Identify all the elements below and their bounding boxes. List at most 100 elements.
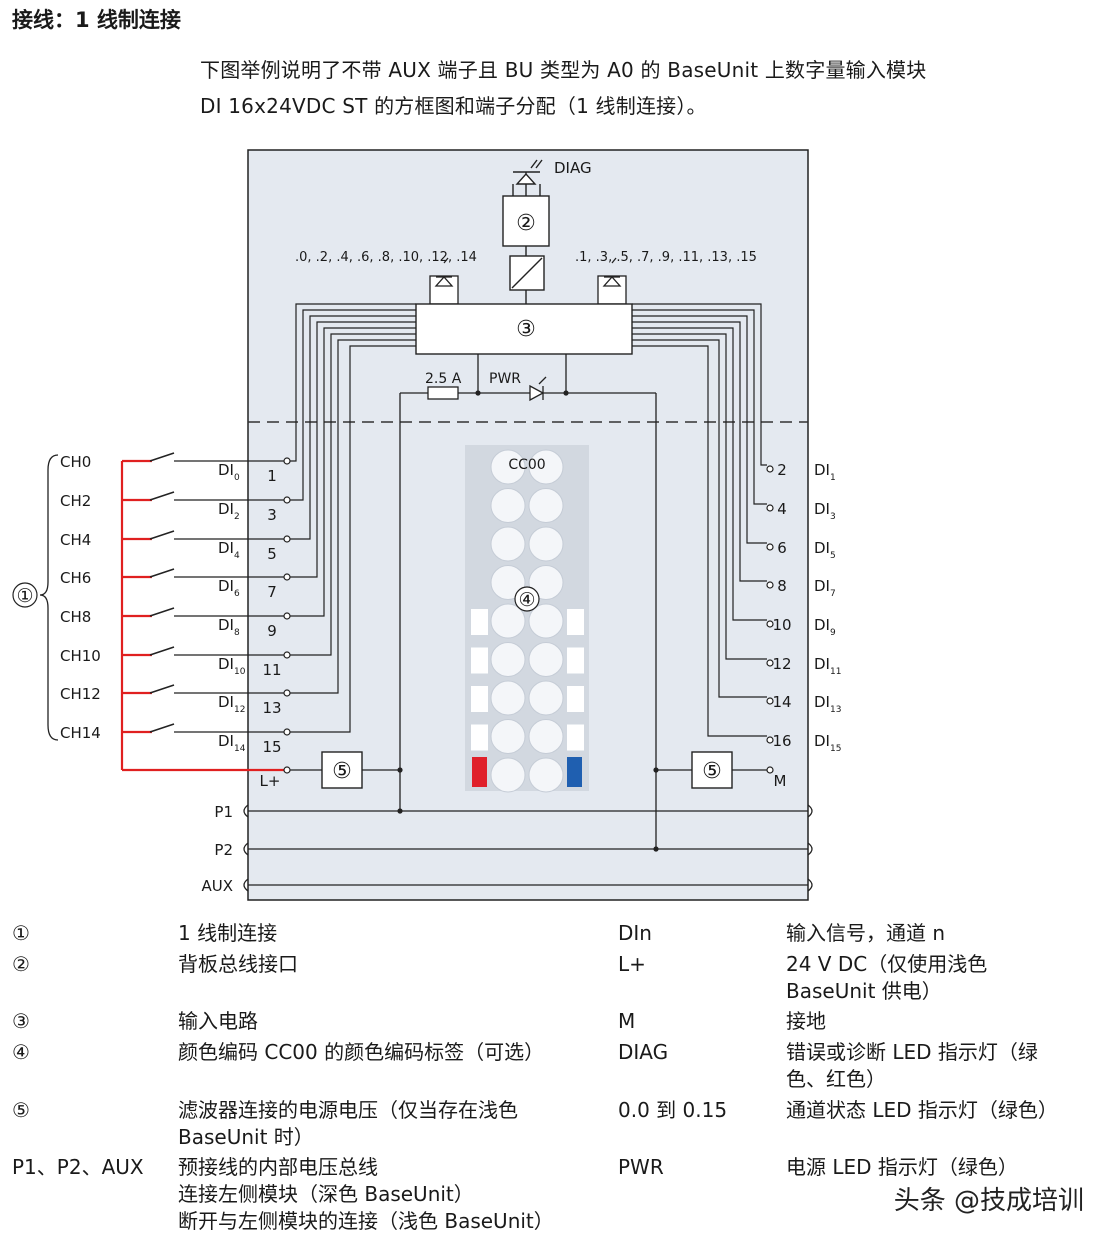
led-group-odd-label: .1, .3, .5, .7, .9, .11, .13, .15 bbox=[575, 250, 757, 265]
terminal-lplus bbox=[283, 766, 291, 774]
terminal-m bbox=[766, 766, 774, 774]
terminal-number-right: 12 bbox=[772, 655, 791, 673]
color-code-slot bbox=[471, 609, 488, 635]
diag-led-icon bbox=[512, 159, 543, 196]
terminal-left bbox=[283, 728, 291, 736]
m-color-marker bbox=[567, 757, 582, 787]
terminal-right bbox=[766, 697, 774, 705]
legend-meaning: 电源 LED 指示灯（绿色） bbox=[786, 1155, 1018, 1179]
sensor-switch bbox=[149, 530, 175, 540]
bus-label-p2: P2 bbox=[214, 841, 233, 859]
di-label-right: DI13 bbox=[814, 693, 841, 715]
internal-wire-right bbox=[632, 333, 767, 660]
pwr-label: PWR bbox=[489, 371, 521, 387]
channel-label: CH0 bbox=[60, 453, 91, 471]
terminal-number-left: 5 bbox=[267, 545, 277, 563]
lplus-label: L+ bbox=[260, 772, 281, 790]
terminal-number-left: 13 bbox=[262, 699, 281, 717]
color-code-slot bbox=[471, 686, 488, 712]
terminal-number-left: 7 bbox=[267, 583, 277, 601]
terminal-left bbox=[283, 651, 291, 659]
internal-wire-left bbox=[290, 303, 416, 462]
internal-wire-left bbox=[290, 321, 416, 578]
legend-desc: 滤波器连接的电源电压（仅当存在浅色 BaseUnit 时） bbox=[178, 1098, 518, 1149]
terminal-number-left: 9 bbox=[267, 622, 277, 640]
sensor-switch bbox=[149, 684, 175, 694]
terminal-number-left: 3 bbox=[267, 506, 277, 524]
channel-led-odd-icon bbox=[597, 257, 627, 305]
terminal-right bbox=[766, 581, 774, 589]
color-code-slot bbox=[471, 647, 488, 674]
terminal-left bbox=[283, 573, 291, 581]
internal-wire-left bbox=[290, 315, 416, 540]
terminal-right bbox=[766, 543, 774, 551]
legend-sym: ④ bbox=[12, 1040, 30, 1064]
legend-desc: 颜色编码 CC00 的颜色编码标签（可选） bbox=[178, 1040, 545, 1064]
di-label-left: DI12 bbox=[218, 693, 245, 715]
input-circuit-box bbox=[415, 303, 633, 355]
internal-wire-left bbox=[290, 345, 416, 733]
di-label-right: DI9 bbox=[814, 616, 836, 638]
channel-label: CH8 bbox=[60, 608, 91, 626]
legend-meaning: 通道状态 LED 指示灯（绿色） bbox=[786, 1098, 1058, 1122]
di-label-left: DI4 bbox=[218, 539, 240, 561]
terminal-number-right: 10 bbox=[772, 616, 791, 634]
terminal-number-left: 15 bbox=[262, 738, 281, 756]
terminal-left bbox=[283, 535, 291, 543]
sensor-switch bbox=[149, 452, 175, 462]
terminal-number-left: 11 bbox=[262, 661, 281, 679]
legend-key: L+ bbox=[618, 952, 646, 976]
bus-label-aux: AUX bbox=[201, 877, 233, 895]
filter-box-left bbox=[321, 751, 363, 789]
di-label-left: DI10 bbox=[218, 655, 246, 677]
color-code-slot bbox=[567, 609, 584, 635]
di-label-right: DI11 bbox=[814, 655, 841, 677]
internal-wire-left bbox=[290, 309, 416, 501]
legend-meaning: 输入信号，通道 n bbox=[786, 921, 946, 945]
terminal-left bbox=[283, 612, 291, 620]
internal-wire-right bbox=[632, 321, 767, 582]
terminal-left bbox=[283, 496, 291, 504]
backplane-interface-box bbox=[502, 195, 550, 247]
internal-wire-left bbox=[290, 333, 416, 656]
sensor-switch bbox=[149, 646, 175, 656]
fuse-symbol bbox=[427, 386, 459, 400]
legend-sym: ⑤ bbox=[12, 1098, 30, 1122]
internal-wire-right bbox=[632, 345, 767, 737]
callout-5-right: ⑤ bbox=[702, 759, 722, 784]
legend-desc: 背板总线接口 bbox=[178, 952, 298, 976]
terminal-right bbox=[766, 736, 774, 744]
di-label-left: DI0 bbox=[218, 461, 240, 483]
terminal-number-right: 14 bbox=[772, 693, 791, 711]
legend-key: M bbox=[618, 1009, 636, 1033]
sensor-switch bbox=[149, 491, 175, 501]
channel-label: CH12 bbox=[60, 685, 101, 703]
internal-wire-left bbox=[290, 327, 416, 617]
led-group-even-label: .0, .2, .4, .6, .8, .10, .12, .14 bbox=[295, 250, 477, 265]
di-label-right: DI1 bbox=[814, 461, 836, 483]
lplus-color-marker bbox=[472, 757, 487, 787]
channel-label: CH2 bbox=[60, 492, 91, 510]
terminal-right bbox=[766, 659, 774, 667]
legend-key: DIn bbox=[618, 921, 652, 945]
di-label-left: DI8 bbox=[218, 616, 240, 638]
watermark: 头条 @技成培训 bbox=[893, 1186, 1084, 1216]
legend-sym: P1、P2、AUX bbox=[12, 1155, 144, 1179]
terminal-number-right: 6 bbox=[777, 539, 787, 557]
legend-meaning: 错误或诊断 LED 指示灯（绿 色、红色） bbox=[786, 1040, 1038, 1091]
channel-label: CH4 bbox=[60, 531, 91, 549]
internal-wire-right bbox=[632, 339, 767, 698]
legend-sym: ② bbox=[12, 952, 30, 976]
block-diagram: DIAG ② .0, .2, .4, .6, .8, .10, .12, .14… bbox=[12, 149, 841, 901]
di-label-left: DI2 bbox=[218, 500, 240, 522]
sensor-switch bbox=[149, 723, 175, 733]
channel-led-even-icon bbox=[429, 257, 459, 305]
terminal-left bbox=[283, 457, 291, 465]
callout-5-left: ⑤ bbox=[332, 759, 352, 784]
diag-label: DIAG bbox=[554, 159, 592, 177]
internal-wire-right bbox=[632, 303, 767, 466]
terminal-number-right: 2 bbox=[777, 461, 787, 479]
sensor-switch bbox=[149, 607, 175, 617]
legend-sym: ③ bbox=[12, 1009, 30, 1033]
intro-line-1: 下图举例说明了不带 AUX 端子且 BU 类型为 A0 的 BaseUnit 上… bbox=[200, 58, 927, 82]
